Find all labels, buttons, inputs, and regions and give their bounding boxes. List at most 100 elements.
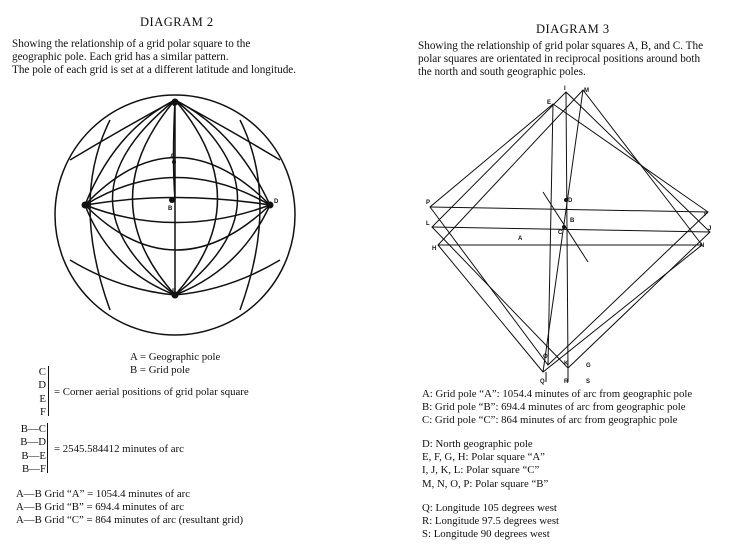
square-line: I, J, K, L: Polar square “C” [422,464,540,477]
corner-bracket [48,366,49,416]
arc [69,99,176,161]
square-line: D: North geographic pole [422,438,533,450]
label-b: B [168,206,173,212]
point-center [562,225,566,229]
label-c: C [172,102,177,108]
longitude-line: R: Longitude 97.5 degrees west [422,515,560,528]
diagram2-globe: C D E F B A [54,94,296,336]
corner-text: = Corner aerial positions of grid polar … [54,386,249,398]
grid-line: A—B Grid “C” = 864 minutes of arc (resul… [16,514,244,527]
arc [239,119,261,311]
arc [84,99,176,206]
label-q: Q [540,379,545,385]
pair-list: B—C B—D B—E B—F [16,423,46,477]
arc [84,204,271,251]
label-k: K [564,361,569,367]
label-d: D [274,199,279,205]
arc [89,119,111,311]
arc [84,204,176,296]
pair-label: B—E [21,449,46,462]
line [542,89,584,373]
square-line: E, F, G, H: Polar square “A” [422,451,545,464]
pair-label: B—C [20,423,46,435]
pair-label: B—D [20,436,46,449]
legend-b: B = Grid pole [130,364,190,376]
grid-pole-line: B: Grid pole “B”: 694.4 minutes of arc f… [422,401,686,414]
corner-letter: E [39,392,46,405]
point-d [266,201,274,209]
point-f [81,201,89,209]
corner-letter: D [38,379,46,392]
point-b [169,197,175,203]
arc [84,156,271,206]
caption-line: polar squares are orientated in reciproc… [418,53,701,65]
label-r: R [564,379,569,385]
label-h: H [432,246,436,252]
globe-outline [54,94,296,336]
arc [69,259,176,296]
grid-pole-line: C: Grid pole “C”: 864 minutes of arc fro… [422,414,678,427]
point-c [171,98,179,106]
diagram3-title: DIAGRAM 3 [536,22,610,36]
arc [84,176,271,206]
corner-letter: C [38,366,46,378]
corner-list: C D E F [36,366,46,420]
point-d [564,198,568,202]
label-n: N [700,243,704,249]
pair-label: B—F [21,463,46,476]
longitude-list: Q: Longitude 105 degrees west R: Longitu… [422,502,559,542]
arc [174,204,271,296]
label-a: A [518,236,523,242]
diagram2-title: DIAGRAM 2 [140,15,214,29]
caption-line: geographic pole. Each grid has a similar… [12,51,229,63]
arc [174,99,271,206]
arc [172,99,176,201]
arc [174,99,281,161]
label-c: C [558,230,563,236]
point-e [171,291,179,299]
square-line: M, N, O, P: Polar square “B” [422,477,549,490]
label-d: D [568,198,573,204]
arc [174,99,239,296]
arc [111,99,176,296]
caption-line: Showing the relationship of a grid polar… [12,38,251,50]
square-a [429,103,709,366]
grid-line: A—B Grid “B” = 694.4 minutes of arc [16,501,185,514]
label-e: E [172,289,176,295]
label-p: P [426,200,430,206]
arc [174,259,281,296]
corner-letter: F [39,406,46,419]
diagram3-caption: Showing the relationship of grid polar s… [418,40,743,79]
caption-line: The pole of each grid is set at a differ… [12,64,297,76]
grid-pole-list: A: Grid pole “A”: 1054.4 minutes of arc … [422,388,692,428]
arc [84,204,271,224]
grid-pole-line: A: Grid pole “A”: 1054.4 minutes of arc … [422,388,693,400]
grid-line: A—B Grid “A” = 1054.4 minutes of arc [16,488,191,500]
longitude-line: S: Longitude 90 degrees west [422,528,550,541]
caption-line: the north and south geographic poles. [418,66,586,78]
label-b: B [570,218,575,224]
diagram2-caption: Showing the relationship of a grid polar… [12,38,362,77]
line [429,206,709,213]
square-list: D: North geographic pole E, F, G, H: Pol… [422,438,548,491]
caption-line: Showing the relationship of grid polar s… [418,40,704,52]
line [547,103,554,366]
pair-text: = 2545.584412 minutes of arc [54,443,184,455]
label-f: F [88,204,92,210]
label-m: M [584,88,589,94]
longitude-line: Q: Longitude 105 degrees west [422,502,557,514]
label-j: J [708,226,711,232]
label-l: L [426,221,430,227]
point-a [172,160,176,164]
label-a: A [170,154,175,160]
label-f: F [704,212,708,218]
diagram3-polar-squares: E I M P L H F J N O K G D B C A Q R S [426,86,711,385]
label-g: G [586,363,591,369]
label-i: I [564,86,566,92]
arc [84,196,271,206]
legend-a: A = Geographic pole [130,351,221,363]
pair-bracket [47,423,48,473]
label-e: E [547,100,551,106]
label-s: S [586,379,590,385]
label-o: O [543,354,548,360]
